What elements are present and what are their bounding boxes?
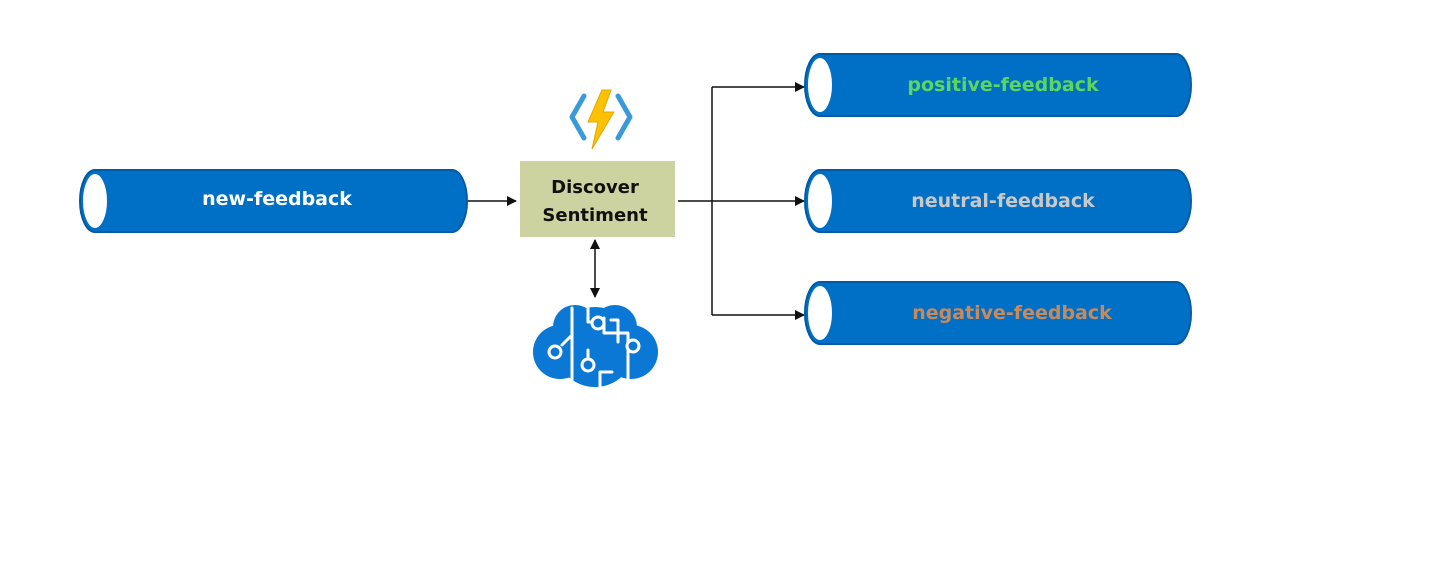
queue-label: neutral-feedback bbox=[911, 190, 1095, 212]
azure-function-icon bbox=[569, 89, 633, 150]
queue-negative-feedback: negative-feedback bbox=[804, 281, 1192, 345]
queue-label: new-feedback bbox=[202, 188, 352, 210]
queue-label: positive-feedback bbox=[907, 74, 1099, 96]
function-label-line1: Discover bbox=[551, 177, 639, 198]
function-label-line2: Sentiment bbox=[542, 205, 648, 226]
queue-positive-feedback: positive-feedback bbox=[804, 53, 1192, 117]
queue-label: negative-feedback bbox=[912, 302, 1112, 324]
fan-out-connectors bbox=[678, 82, 805, 320]
queue-neutral-feedback: neutral-feedback bbox=[804, 169, 1192, 233]
cognitive-services-brain-icon bbox=[533, 302, 658, 390]
function-discover-sentiment: Discover Sentiment bbox=[520, 161, 675, 237]
queue-new-feedback: new-feedback bbox=[79, 169, 468, 233]
